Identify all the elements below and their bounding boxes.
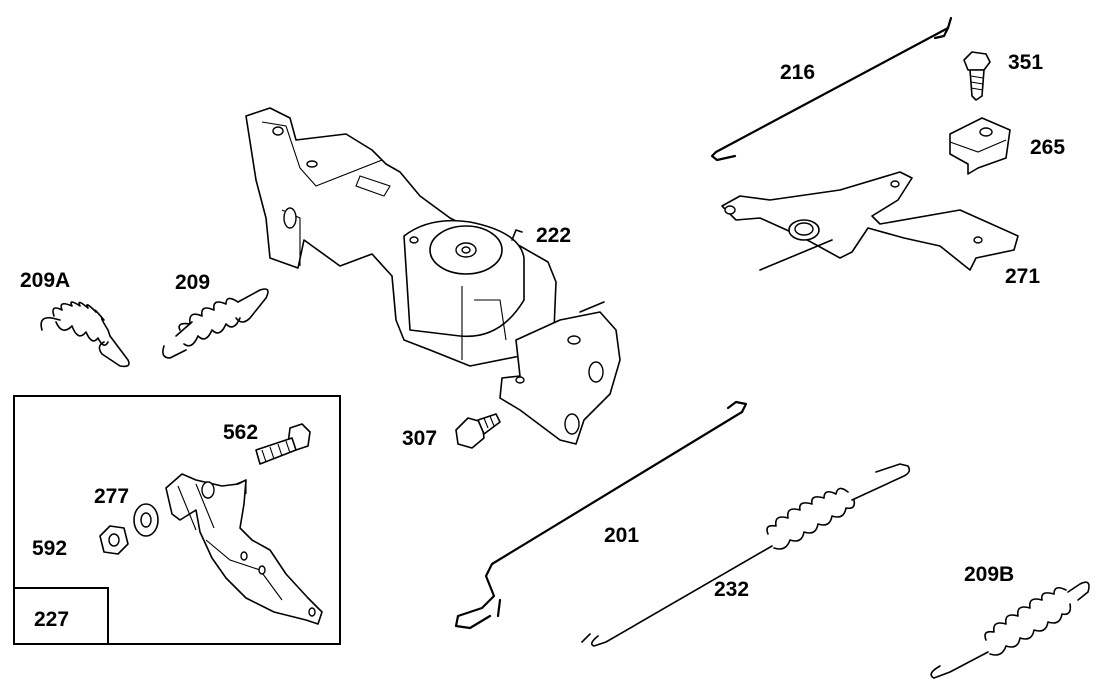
label-277: 277 [94, 485, 130, 508]
label-562: 562 [223, 421, 259, 444]
label-209: 209 [175, 271, 211, 294]
label-227: 227 [34, 608, 70, 631]
part-307-screw [455, 413, 501, 449]
label-232: 232 [714, 578, 750, 601]
label-265: 265 [1030, 136, 1066, 159]
label-209b: 209B [964, 563, 1015, 586]
label-351: 351 [1008, 51, 1044, 74]
part-216-rod [710, 16, 953, 162]
label-592: 592 [32, 537, 68, 560]
part-201-rod [454, 400, 748, 630]
part-271-bracket [721, 171, 1019, 271]
part-265-clip [949, 117, 1011, 175]
label-222: 222 [536, 224, 572, 247]
label-307: 307 [402, 427, 438, 450]
part-562-bolt [255, 423, 311, 465]
kit-227-frame [13, 395, 341, 645]
label-271: 271 [1005, 265, 1041, 288]
part-351-screw [963, 51, 991, 101]
part-209-spring [162, 288, 269, 359]
part-277-washer [133, 503, 159, 537]
part-232-spring [581, 463, 911, 647]
part-592-nut [99, 525, 129, 555]
part-227-lever [165, 473, 323, 625]
part-209b-spring [930, 581, 1090, 679]
label-209a: 209A [20, 269, 71, 292]
part-222-control-bracket [245, 107, 621, 445]
part-209a-spring [40, 301, 130, 368]
label-216: 216 [780, 61, 816, 84]
label-201: 201 [604, 524, 640, 547]
